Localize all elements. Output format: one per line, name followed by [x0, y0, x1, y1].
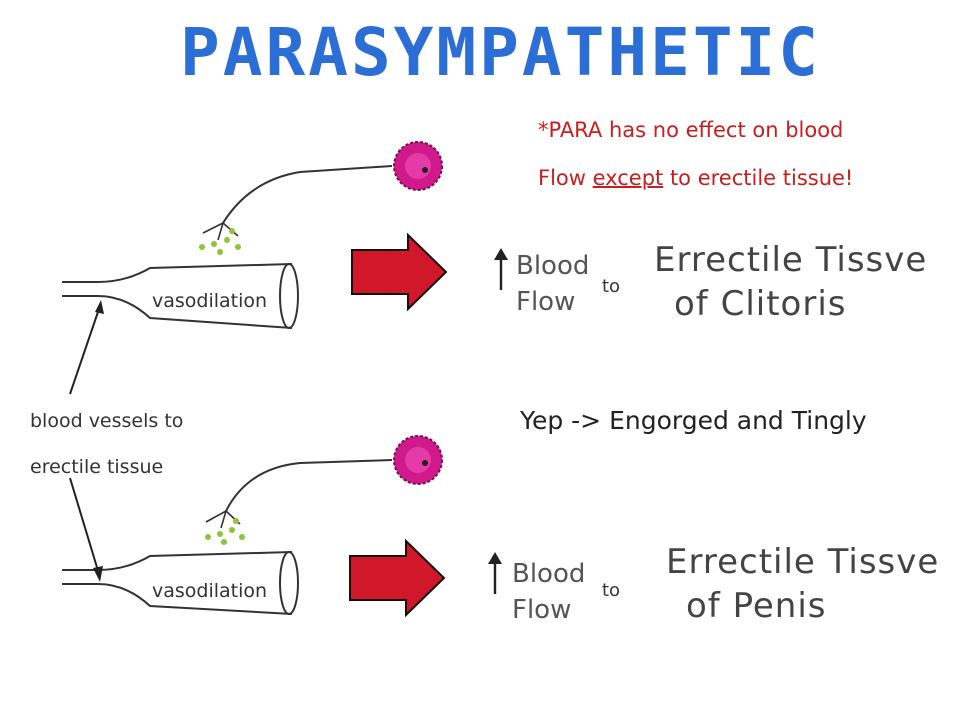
bottom-target-label: Errectile Tissve of Penis: [666, 540, 939, 628]
neurotransmitter-dots: [205, 518, 245, 545]
top-vessel-label: vasodilation: [152, 290, 268, 312]
page-title: PARASYMPATHETIC: [180, 14, 822, 91]
target-line-2: of Clitoris: [674, 284, 847, 324]
bottom-red-arrow-icon: [349, 538, 446, 618]
note-line-2: Flow except to erectile tissue!: [538, 166, 853, 190]
bottom-up-arrow-icon: [488, 552, 502, 594]
target-line-2: of Penis: [686, 586, 827, 626]
top-vessel: [62, 263, 299, 329]
note-line-2-pre: Flow: [538, 166, 593, 190]
bottom-vessel-label: vasodilation: [152, 580, 268, 602]
neuron-body-icon: [393, 435, 443, 485]
target-line-1: Errectile Tissve: [654, 240, 928, 280]
flow-line: Flow: [512, 595, 572, 625]
bottom-to-label: to: [602, 580, 621, 601]
blood-line: Blood: [516, 251, 590, 281]
blood-line: Blood: [512, 559, 586, 589]
top-to-label: to: [602, 276, 621, 297]
note-line-1: *PARA has no effect on blood: [538, 118, 844, 142]
bottom-blood-flow-label: Blood Flow: [512, 556, 585, 628]
top-red-arrow-icon: [351, 232, 448, 312]
target-line-1: Errectile Tissve: [666, 542, 940, 582]
pointer-arrow-down-icon: [69, 477, 103, 582]
pointer-arrow-up-icon: [69, 300, 104, 395]
top-blood-flow-label: Blood Flow: [516, 248, 589, 320]
result-text: Yep -> Engorged and Tingly: [520, 406, 867, 435]
neurotransmitter-dots: [199, 228, 241, 255]
top-neuron: [202, 141, 443, 241]
bottom-neuron: [205, 435, 443, 529]
flow-line: Flow: [516, 287, 576, 317]
top-target-label: Errectile Tissve of Clitoris: [654, 238, 927, 326]
note-emphasis: except: [592, 166, 664, 190]
top-up-arrow-icon: [494, 248, 508, 290]
side-label: blood vessels to erectile tissue: [30, 410, 184, 478]
note-line-2-post: to erectile tissue!: [663, 166, 854, 190]
neuron-body-icon: [393, 141, 443, 191]
